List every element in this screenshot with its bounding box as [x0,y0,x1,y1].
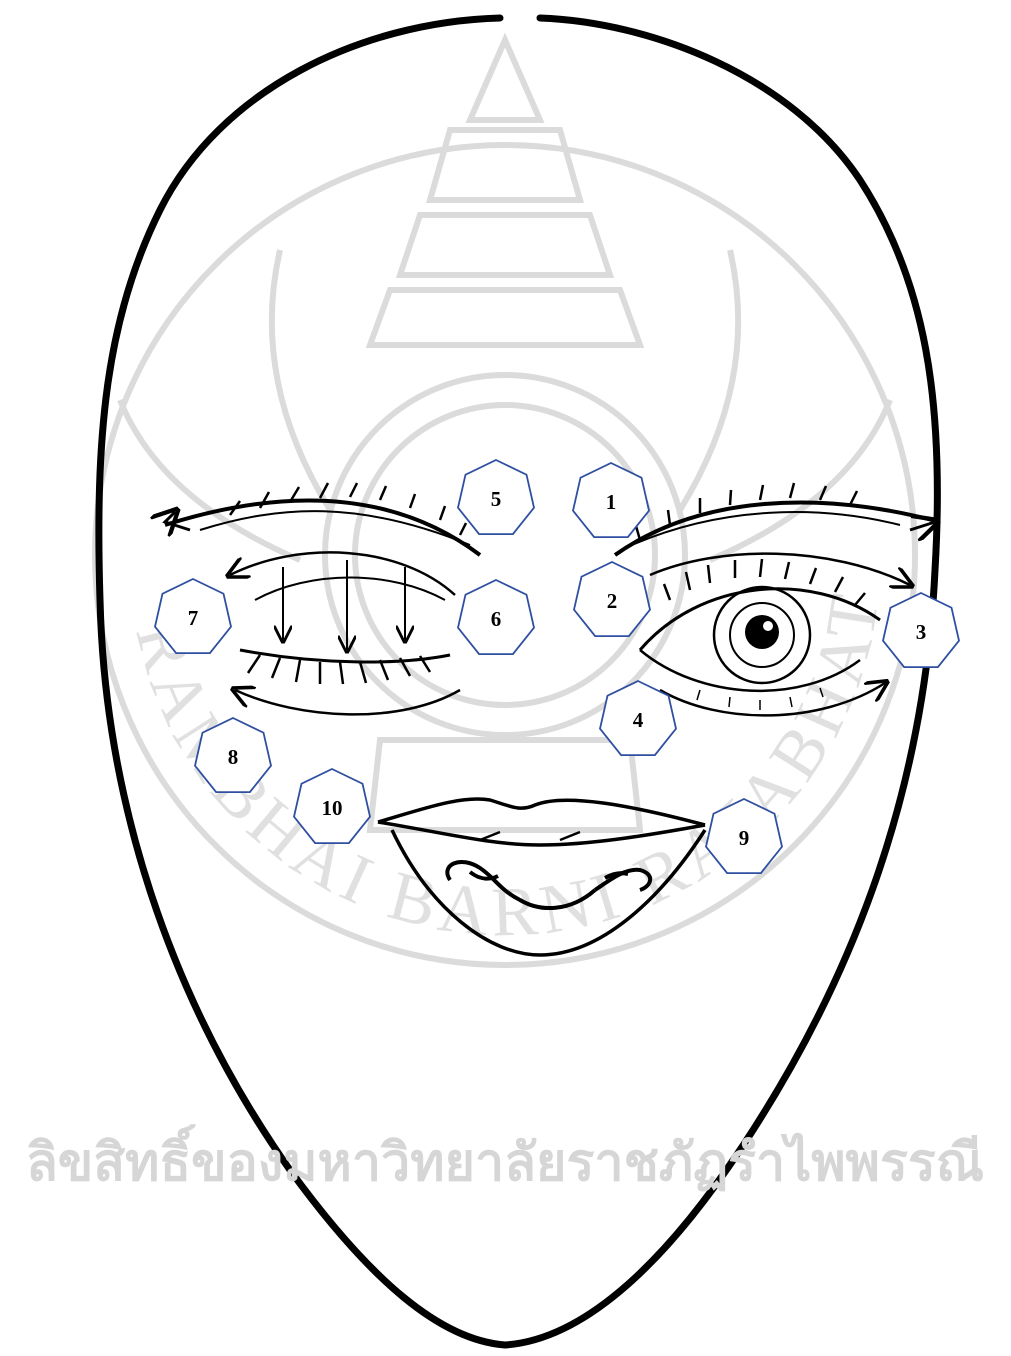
marker-5: 5 [458,460,534,534]
marker-3-label: 3 [916,620,927,644]
marker-7: 7 [155,579,231,653]
marker-3: 3 [883,593,959,667]
marker-2-label: 2 [607,589,618,613]
marker-5-label: 5 [491,487,502,511]
marker-4-label: 4 [633,708,644,732]
marker-7-label: 7 [188,606,199,630]
marker-8-label: 8 [228,745,239,769]
marker-6-label: 6 [491,607,502,631]
watermark-seal: RAMBHAI BARNI RAJABHAT UNIVERSITY [0,0,915,965]
marker-1: 1 [573,463,649,537]
right-eyebrow [615,483,940,555]
marker-9-label: 9 [739,826,750,850]
marker-10: 10 [294,769,370,843]
watermark-text: ลิขสิทธิ์ของมหาวิทยาลัยราชภัฏรำไพพรรณี [26,1124,984,1193]
marker-1-label: 1 [606,490,617,514]
marker-2: 2 [574,562,650,636]
marker-10-label: 10 [322,796,343,820]
marker-6: 6 [458,580,534,654]
